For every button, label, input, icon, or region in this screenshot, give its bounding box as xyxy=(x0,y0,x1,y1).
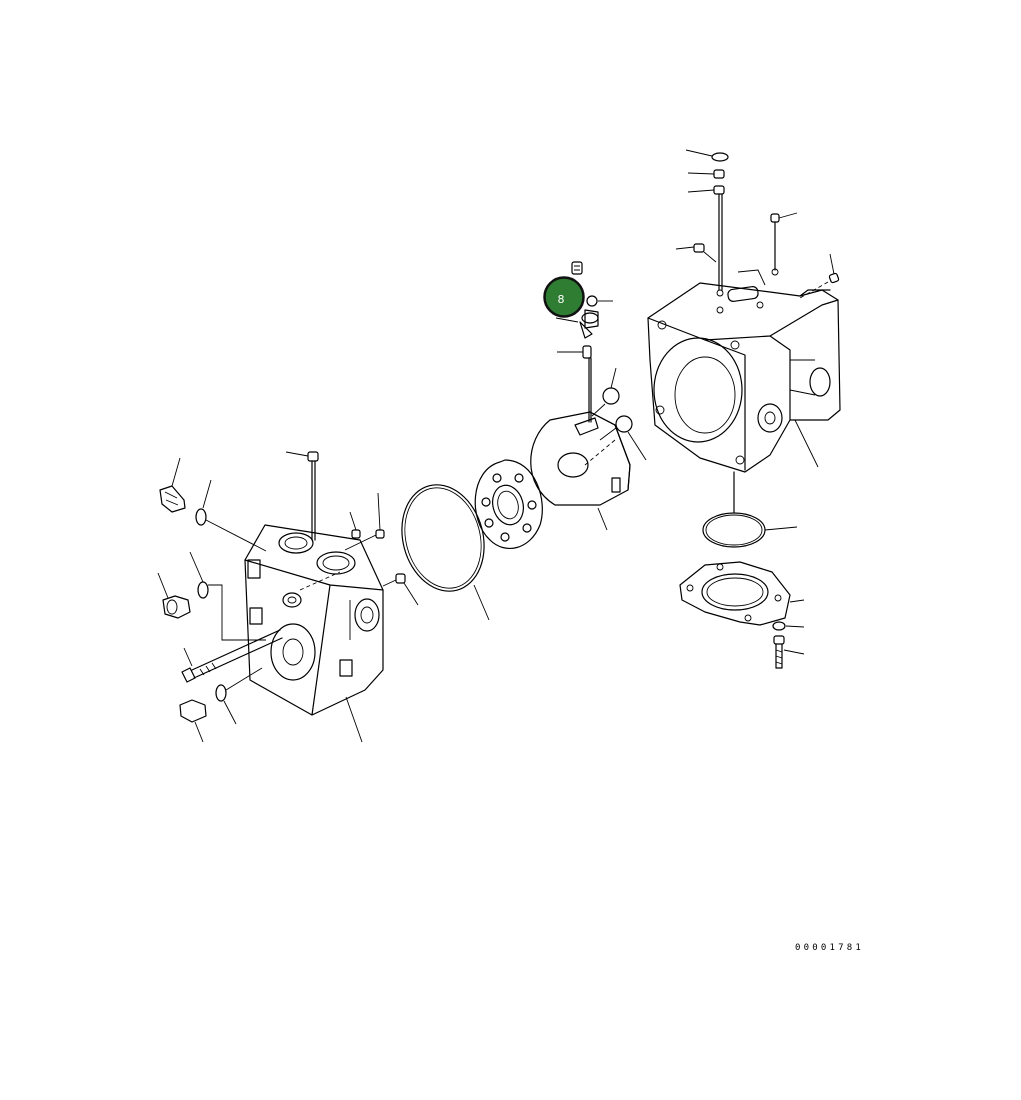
left-end-cap xyxy=(244,524,384,716)
right-case-hardware xyxy=(675,149,840,468)
callout-badge-circle[interactable] xyxy=(543,276,585,318)
callout-badge-8[interactable]: 8 xyxy=(543,276,585,318)
right-pump-case xyxy=(647,268,841,473)
right-o-ring xyxy=(702,471,798,548)
left-hardware xyxy=(157,451,419,743)
ring-callouts xyxy=(591,367,647,461)
cradle-plate xyxy=(530,411,631,531)
document-number: 00001781 xyxy=(795,943,864,953)
valve-plate xyxy=(474,459,543,549)
washer-bolt xyxy=(772,621,805,669)
gasket-plate xyxy=(679,561,805,626)
callout-badge-label: 8 xyxy=(558,293,565,306)
valve-stack xyxy=(555,261,613,423)
large-o-ring xyxy=(401,484,490,621)
